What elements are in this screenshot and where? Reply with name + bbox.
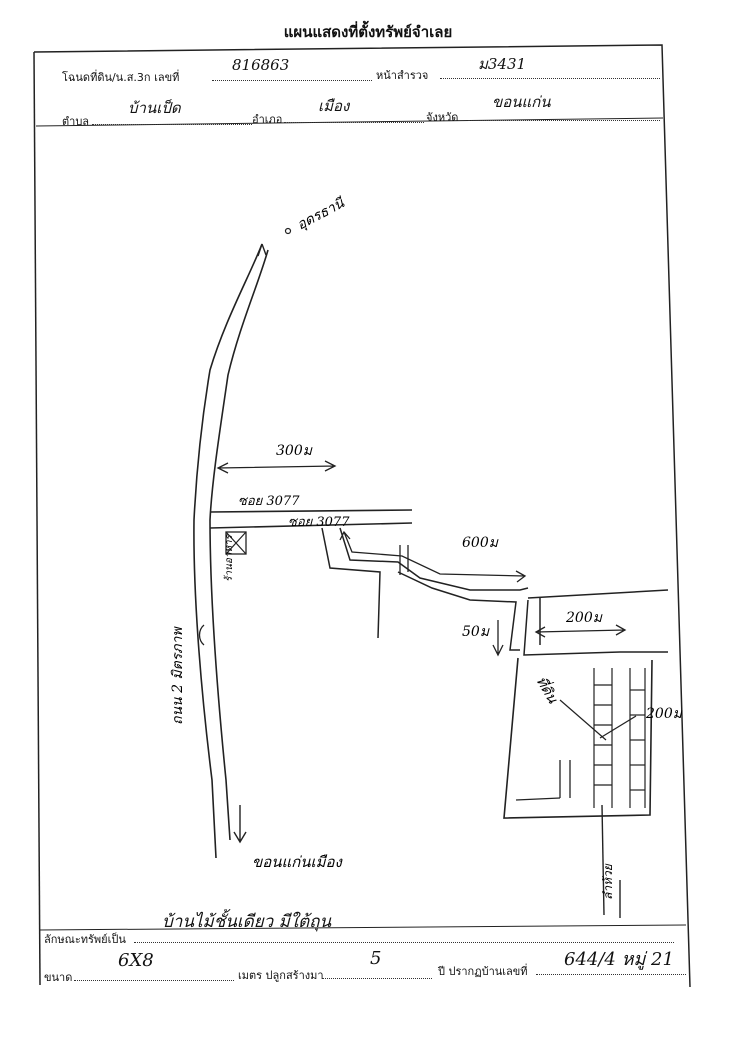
built-value: 5 bbox=[370, 948, 382, 969]
landmark-x bbox=[225, 531, 247, 555]
property-label: ที่ดิน bbox=[533, 673, 564, 707]
highway-label: ถนน 2 มิตรภาพ bbox=[170, 626, 186, 725]
built-label: เมตร ปลูกสร้างมา bbox=[238, 969, 324, 982]
soi-road-top bbox=[209, 509, 413, 513]
north-arrow bbox=[257, 243, 267, 257]
dist-200-arrow bbox=[534, 624, 627, 638]
river-label: ลำห้วย bbox=[601, 863, 615, 900]
page-dots bbox=[440, 78, 660, 79]
river-line bbox=[601, 804, 605, 916]
highway-right-edge bbox=[209, 249, 269, 841]
lane-edge-2 bbox=[339, 527, 529, 591]
highway-mark bbox=[198, 624, 205, 646]
province-value: ขอนแก่น bbox=[492, 93, 551, 111]
district-value: เมือง bbox=[318, 97, 350, 115]
subdistrict-value: บ้านเป็ด bbox=[128, 99, 181, 117]
deed-value: 816863 bbox=[232, 56, 290, 74]
soi-road-bottom bbox=[209, 522, 413, 529]
dist-300-label: 300ม bbox=[276, 443, 313, 459]
subdistrict-dots bbox=[92, 124, 252, 125]
pointer-200 bbox=[599, 715, 637, 739]
house-label: ปี ปรากฏบ้านเลขที่ bbox=[438, 965, 528, 978]
dist-300-arrow bbox=[216, 460, 337, 474]
dist-50-label: 50ม bbox=[462, 624, 490, 640]
south-arrow bbox=[233, 805, 247, 844]
type-value: บ้านไม้ชั้นเดียว มีใต้ถุน bbox=[162, 912, 332, 932]
lane-edge-3 bbox=[397, 571, 520, 651]
property-outline bbox=[503, 657, 653, 819]
road-label-2: ซอย 3077 bbox=[288, 515, 350, 530]
highway-left-edge bbox=[193, 243, 263, 859]
landmark-box bbox=[225, 531, 247, 555]
page-title: แผนแสดงที่ตั้งทรัพย์จำเลย bbox=[283, 23, 453, 41]
page-label: หน้าสำรวจ bbox=[376, 69, 429, 82]
size-label: ขนาด bbox=[44, 971, 73, 984]
lane-edge-1 bbox=[321, 527, 381, 639]
built-dots bbox=[322, 978, 432, 979]
type-dots bbox=[134, 942, 674, 943]
dist-600-arrow bbox=[339, 530, 527, 583]
footer-separator bbox=[38, 924, 687, 931]
district-dots bbox=[284, 122, 424, 123]
property-pointer bbox=[559, 699, 607, 741]
size-value: 6X8 bbox=[118, 950, 154, 971]
page-value: ม3431 bbox=[478, 55, 527, 73]
road-label-1: ซอย 3077 bbox=[238, 494, 300, 509]
frame-border bbox=[33, 44, 691, 988]
dist-200-label-a: 200ม bbox=[565, 610, 603, 626]
landmark-label: ร้านอาหาร bbox=[223, 533, 235, 582]
dist-600-label: 600ม bbox=[462, 535, 499, 551]
province-label: จังหวัด bbox=[426, 111, 459, 124]
size-dots bbox=[74, 980, 234, 981]
right-lane-edge bbox=[523, 599, 668, 656]
deed-label: โฉนดที่ดิน/น.ส.3ก เลขที่ bbox=[62, 71, 180, 84]
south-label: ขอนแก่นเมือง bbox=[252, 853, 344, 871]
type-label: ลักษณะทรัพย์เป็น bbox=[44, 933, 126, 946]
deed-dots bbox=[212, 80, 372, 81]
north-label: อุดรธานี bbox=[294, 195, 348, 234]
property-inner bbox=[515, 797, 561, 801]
road-to-right bbox=[527, 589, 669, 599]
dist-50-arrow bbox=[492, 620, 504, 657]
dist-200-label-b: 200ม bbox=[645, 706, 683, 722]
north-dot bbox=[284, 227, 292, 235]
frame-border-left bbox=[33, 51, 41, 986]
house-dots bbox=[536, 974, 686, 975]
house-value: 644/4 หมู่ 21 bbox=[564, 949, 674, 970]
subdistrict-label: ตำบล bbox=[62, 115, 90, 128]
strip-b bbox=[629, 668, 646, 808]
district-label: อำเภอ bbox=[252, 113, 283, 126]
strip-a bbox=[593, 668, 613, 808]
province-dots bbox=[468, 120, 660, 121]
